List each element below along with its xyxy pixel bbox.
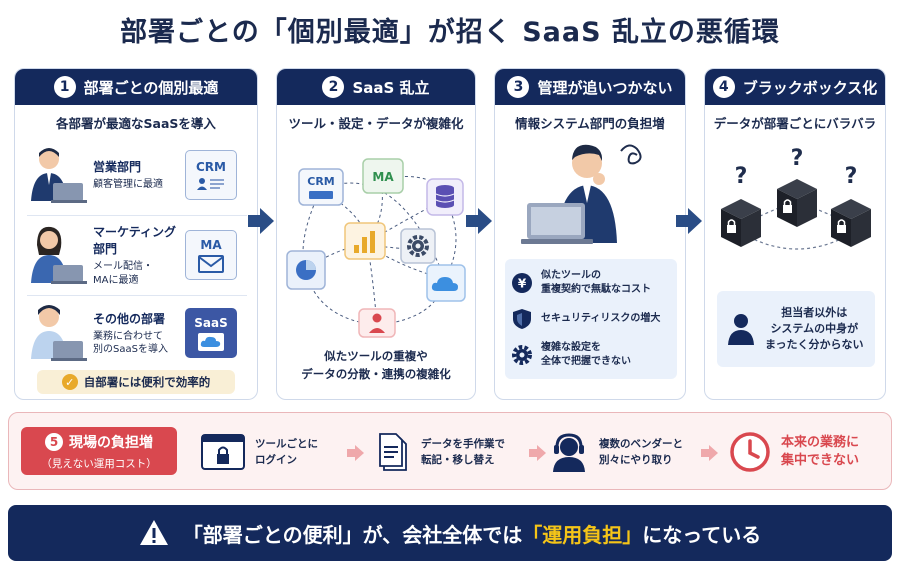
step-number: 3	[507, 76, 530, 98]
step-arrow-icon	[701, 445, 718, 461]
step-number: 2	[322, 76, 345, 98]
panel-management-overload: 3 管理が追いつかない 情報システム部門の負担増 ¥ 似たツールの重複契約で無駄…	[494, 68, 686, 400]
panel-heading: 管理が追いつかない	[537, 78, 673, 97]
step-manual-transfer: データを手作業で転記・移し替え	[379, 425, 505, 479]
locked-box	[777, 179, 817, 227]
mail-icon	[198, 254, 224, 273]
flow-arrow-icon	[248, 208, 274, 234]
stressed-admin-icon	[521, 144, 642, 244]
flow-arrow-icon	[466, 208, 492, 234]
login-window-icon	[201, 434, 245, 470]
burden-result: 本来の業務に集中できない	[729, 425, 859, 479]
gear-icon	[512, 345, 532, 365]
dept-desc: 業務に合わせて 別のSaaSを導入	[93, 330, 168, 356]
crm-tile: CRM	[185, 150, 237, 200]
contact-card-icon	[197, 177, 224, 190]
dept-sales: 営業部門 顧客管理に最適 CRM	[23, 139, 251, 211]
divider	[27, 295, 247, 296]
dept-other: その他の部署 業務に合わせて 別のSaaSを導入 SaaS	[23, 297, 251, 369]
database-icon	[426, 178, 464, 216]
panel-heading: ブラックボックス化	[742, 78, 878, 97]
issue-security: セキュリティリスクの増大	[511, 301, 671, 337]
svg-text:?: ?	[845, 164, 858, 189]
conclusion-text: 「部署ごとの便利」が、会社全体では「運用負担」になっている	[182, 522, 762, 547]
step-arrow-icon	[347, 445, 364, 461]
pie-chart-icon	[286, 250, 326, 290]
panel-header: 3 管理が追いつかない	[495, 69, 685, 105]
dept-desc: 顧客管理に最適	[93, 179, 163, 191]
conclusion-banner: 「部署ごとの便利」が、会社全体では「運用負担」になっている	[8, 505, 892, 561]
warning-icon	[139, 520, 168, 545]
step-number: 5	[45, 433, 63, 451]
worker-laptop-icon	[23, 301, 89, 365]
dept-desc: メール配信・ MAに最適	[93, 261, 153, 286]
crm-node: CRM	[298, 168, 344, 206]
cloud-icon	[198, 332, 224, 351]
dept-name: マーケティング部門	[93, 225, 177, 256]
step-number: 4	[712, 76, 735, 98]
panel-subtitle: 各部署が最適なSaaSを導入	[56, 116, 216, 131]
dept-name: 営業部門	[93, 160, 142, 175]
field-burden-row: 5 現場の負担増 （見えない運用コスト） ツールごとにログイン データを手作業で…	[8, 412, 892, 490]
headset-operator-icon	[553, 433, 585, 472]
saas-tile: SaaS	[185, 308, 237, 358]
panel-subtitle: データが部署ごとにバラバラ	[713, 116, 877, 131]
panel-black-box: 4 ブラックボックス化 データが部署ごとにバラバラ ? ? ?	[704, 68, 886, 400]
bar-chart-icon	[344, 222, 386, 260]
panel-header: 4 ブラックボックス化	[705, 69, 885, 105]
step-vendors: 複数のベンダーと別々にやり取り	[549, 425, 683, 479]
benefit-note: ✓ 自部署には便利で効率的	[37, 370, 235, 394]
burden-label: 5 現場の負担増 （見えない運用コスト）	[21, 427, 177, 475]
locked-black-boxes-icon: ? ? ?	[721, 146, 871, 250]
black-box-note: 担当者以外は システムの中身が まったく分からない	[717, 291, 875, 367]
panel-subtitle: ツール・設定・データが複雑化	[288, 116, 464, 131]
check-icon: ✓	[61, 374, 78, 390]
issue-list: ¥ 似たツールの重複契約で無駄なコスト セキュリティリスクの増大 複雑な設定を全…	[505, 259, 677, 379]
user-icon	[358, 308, 396, 338]
sprawl-summary: 似たツールの重複や データの分散・連携の複雑化	[301, 349, 451, 382]
panel-heading: SaaS 乱立	[352, 78, 430, 97]
tool-network-diagram: CRM MA	[286, 158, 466, 338]
ma-node: MA	[362, 158, 404, 194]
svg-text:MA: MA	[372, 170, 394, 184]
svg-text:CRM: CRM	[307, 175, 335, 188]
panel-subtitle: 情報システム部門の負担増	[515, 116, 665, 131]
panel-heading: 部署ごとの個別最適	[83, 78, 219, 97]
cloud-icon	[426, 264, 466, 302]
dept-marketing: マーケティング部門 メール配信・ MAに最適 MA	[23, 219, 251, 291]
yen-icon: ¥	[512, 273, 532, 293]
flow-arrow-icon	[676, 208, 702, 234]
step-number: 1	[53, 76, 76, 98]
svg-text:?: ?	[735, 164, 748, 189]
locked-box	[831, 199, 871, 247]
svg-text:?: ?	[791, 146, 804, 171]
svg-text:¥: ¥	[518, 277, 527, 291]
step-arrow-icon	[529, 445, 546, 461]
person-icon	[728, 314, 754, 345]
clock-icon	[730, 432, 770, 472]
step-login: ツールごとにログイン	[201, 425, 318, 479]
gear-icon	[400, 228, 436, 264]
locked-box	[721, 199, 761, 247]
highlight-text: 「運用負担」	[522, 522, 643, 547]
dept-name: その他の部署	[93, 311, 166, 326]
panel-department-optimization: 1 部署ごとの個別最適 各部署が最適なSaaSを導入 営業部門 顧客管理に最適 …	[14, 68, 258, 400]
issue-cost: ¥ 似たツールの重複契約で無駄なコスト	[511, 265, 671, 301]
page-title: 部署ごとの「個別最適」が招く SaaS 乱立の悪循環	[120, 17, 780, 48]
divider	[27, 215, 247, 216]
issue-settings: 複雑な設定を全体で把握できない	[511, 337, 671, 373]
businesswoman-laptop-icon	[23, 223, 89, 287]
businessman-laptop-icon	[23, 143, 89, 207]
panel-header: 1 部署ごとの個別最適	[15, 69, 257, 105]
panel-header: 2 SaaS 乱立	[277, 69, 475, 105]
shield-icon	[513, 309, 531, 329]
ma-tile: MA	[185, 230, 237, 280]
document-icon	[379, 433, 407, 471]
panel-saas-sprawl: 2 SaaS 乱立 ツール・設定・データが複雑化 CRM MA	[276, 68, 476, 400]
